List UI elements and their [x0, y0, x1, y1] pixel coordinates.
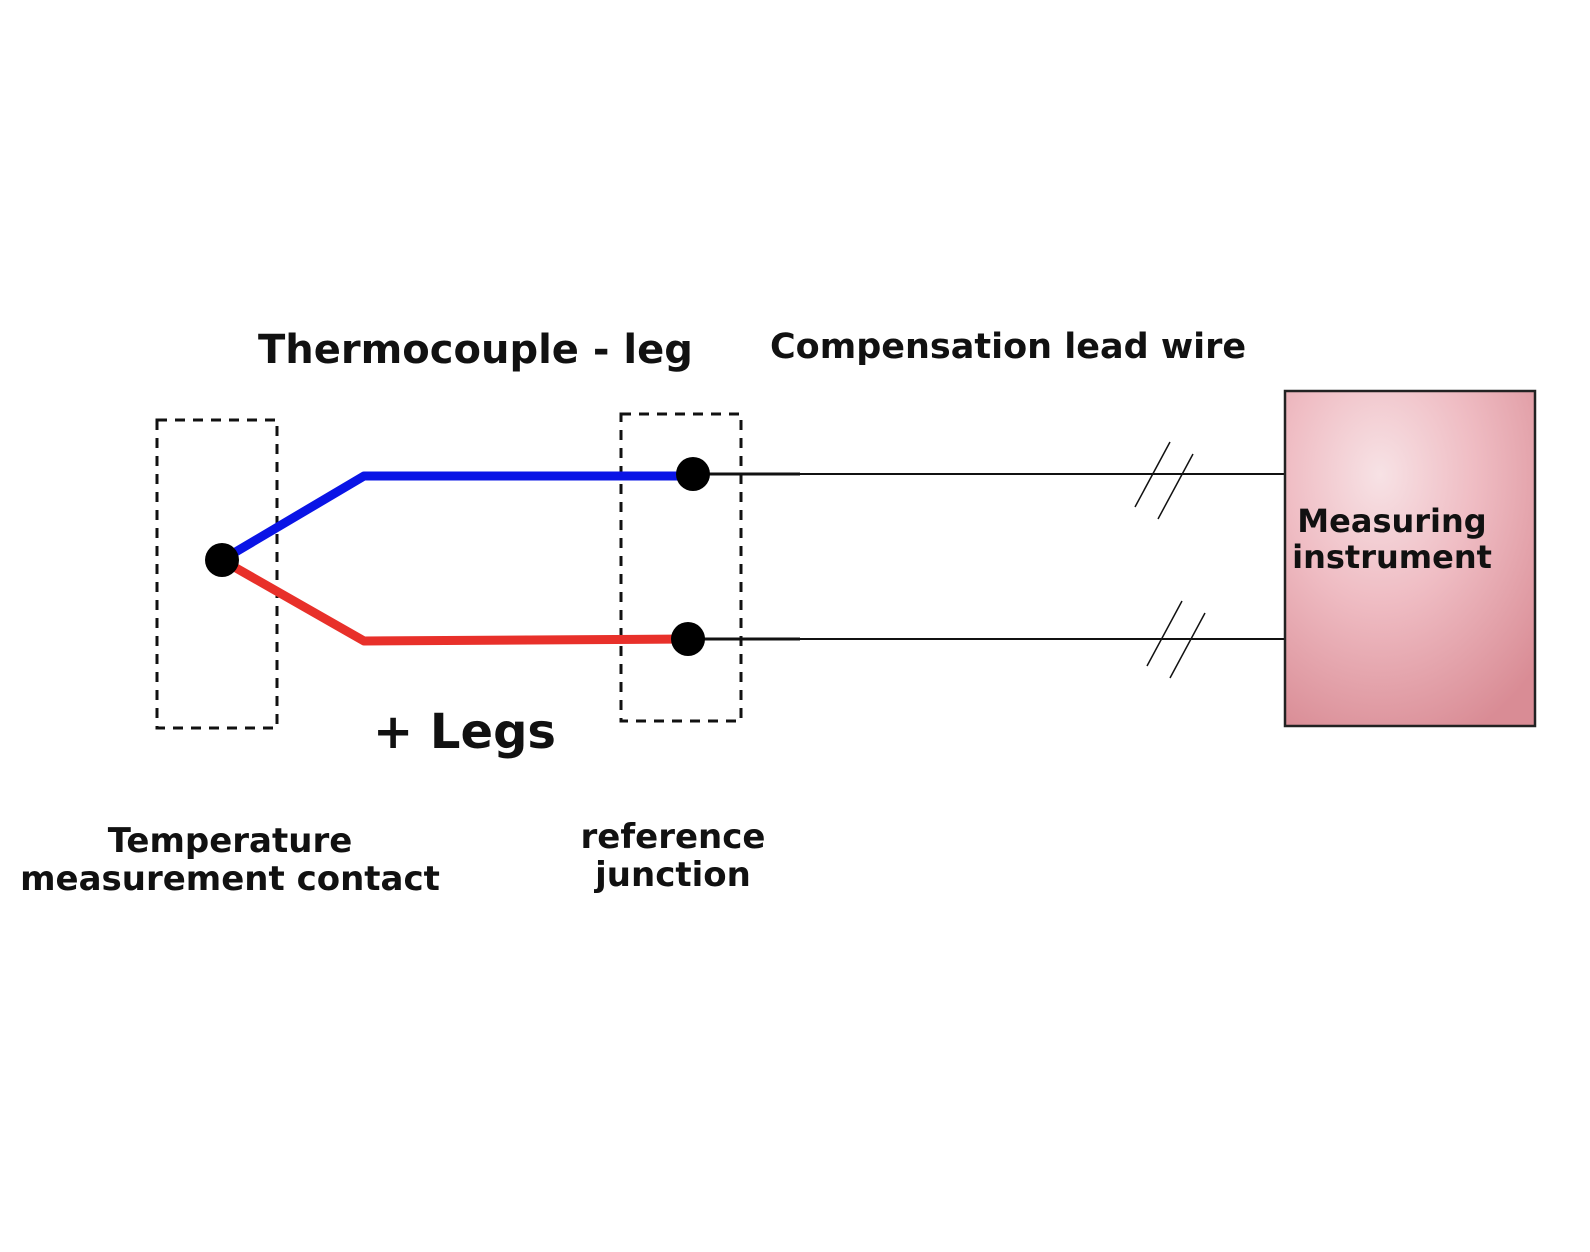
measurement-contact-box: [155, 418, 279, 730]
temperature-contact-label-line-2: measurement contact: [20, 859, 440, 899]
reference-junction-label: reference junction: [578, 818, 768, 894]
reference-junction-box: [619, 412, 743, 723]
reference-junction-dot-top: [676, 457, 710, 491]
wire-break-top: [1134, 441, 1194, 520]
reference-junction-label-line-2: junction: [595, 855, 751, 895]
wire-break-bottom: [1146, 600, 1206, 679]
reference-junction-label-line-1: reference: [580, 817, 766, 857]
measuring-instrument-box: [1283, 389, 1537, 728]
temperature-contact-label-line-1: Temperature: [107, 821, 353, 861]
measuring-instrument-label-line-1: Measuring: [1297, 502, 1487, 540]
measuring-instrument-label-line-2: instrument: [1292, 538, 1492, 576]
reference-junction-dot-bottom: [671, 622, 705, 656]
measuring-instrument-label: Measuring instrument: [1282, 503, 1502, 575]
measurement-contact-dot: [205, 543, 239, 577]
negative-leg-wire: [217, 471, 698, 565]
temperature-contact-label: Temperature measurement contact: [20, 822, 440, 898]
negative-leg-label: Thermocouple - leg: [258, 327, 693, 373]
positive-leg-label: + Legs: [373, 704, 556, 760]
positive-leg-wire: [217, 555, 693, 646]
compensation-wire-label: Compensation lead wire: [770, 327, 1247, 367]
